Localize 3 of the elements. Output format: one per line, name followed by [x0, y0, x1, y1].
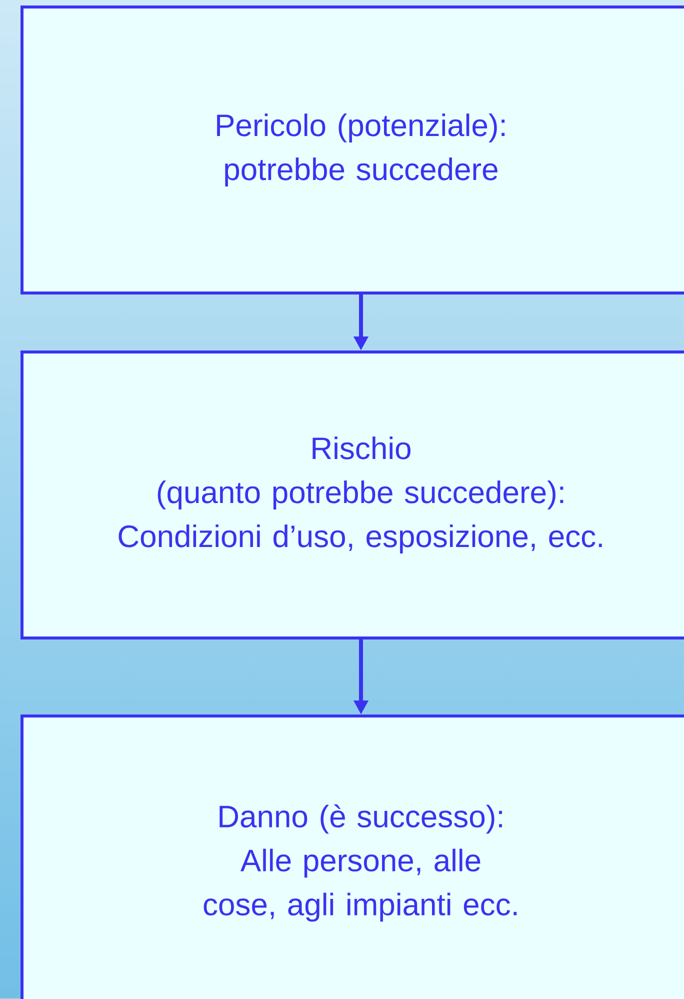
process-box: Danno (è successo): Alle persone, alle cose, agli impianti ecc.: [20, 714, 684, 999]
process-box: Rischio (quanto potrebbe succedere): Condizioni d’uso, esposizione, ecc.: [20, 350, 684, 640]
process-box: Pericolo (potenziale): potrebbe succedere: [20, 6, 684, 294]
